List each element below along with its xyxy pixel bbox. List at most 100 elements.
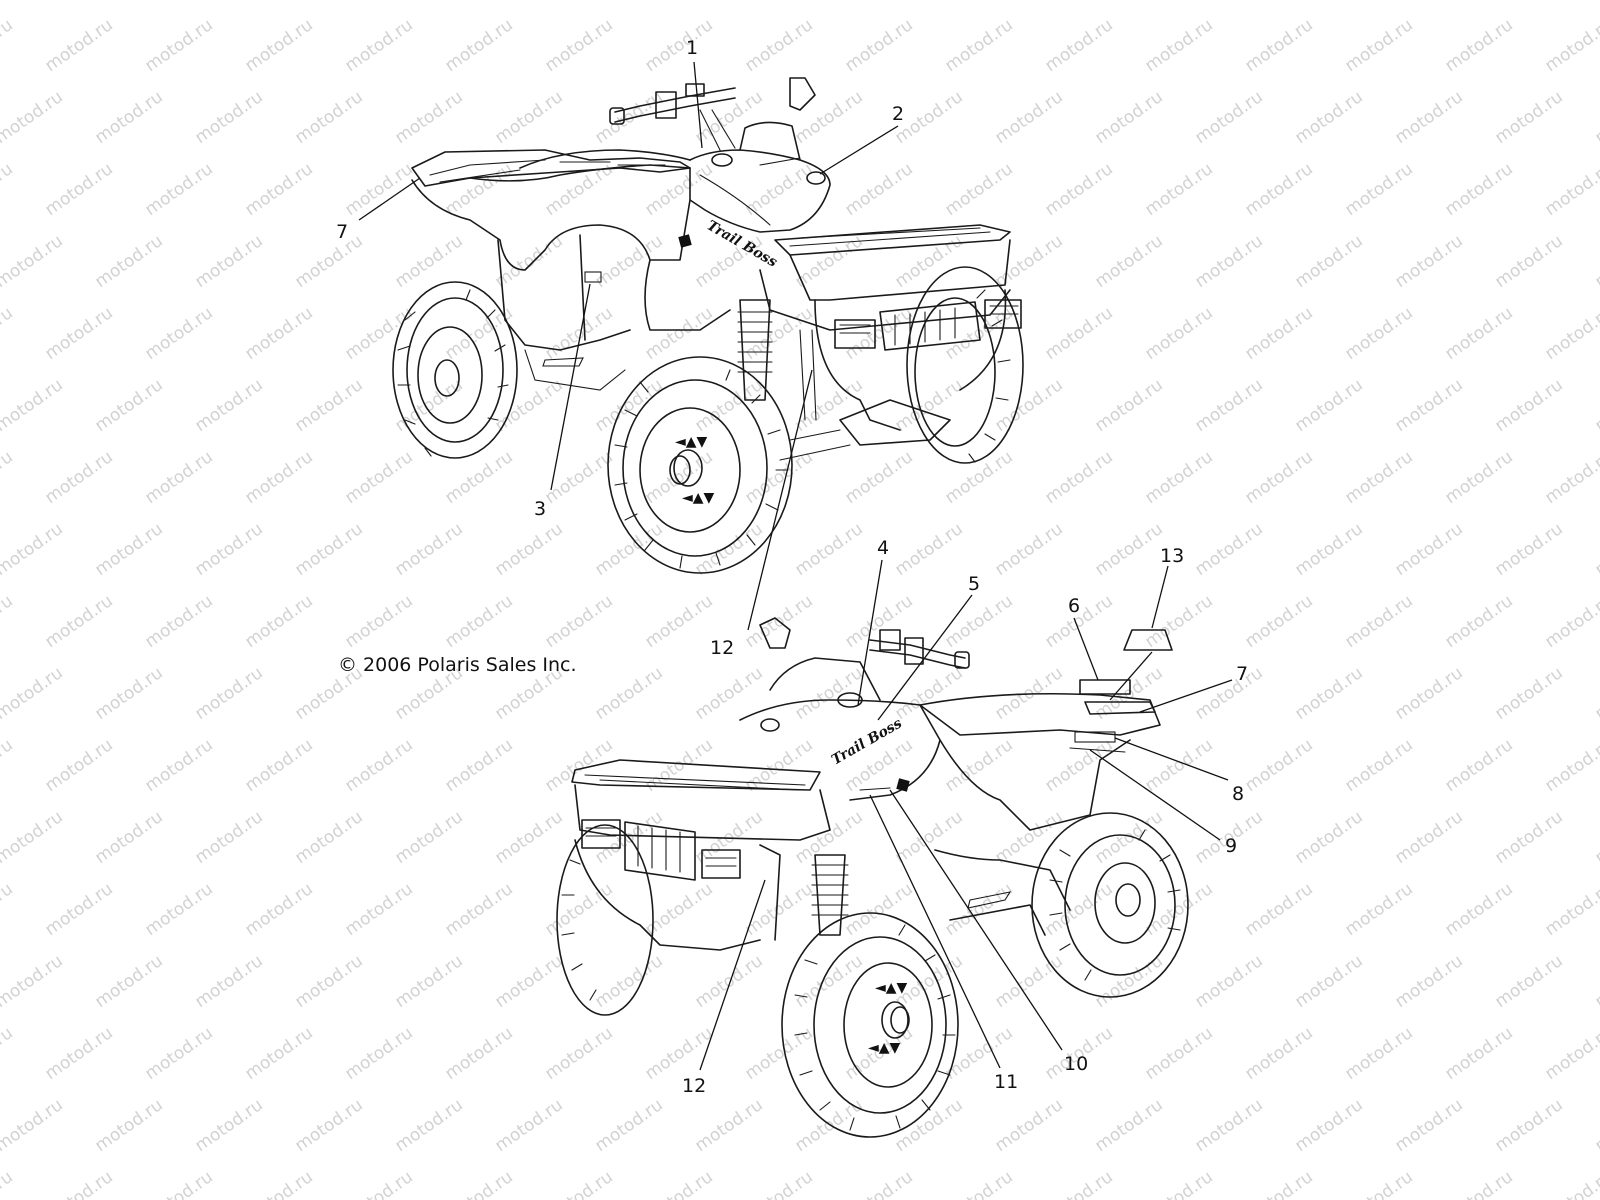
watermark-text: motod.ru — [691, 519, 766, 580]
watermark-text: motod.ru — [1541, 591, 1600, 652]
mirror-mount-lower — [759, 617, 791, 649]
watermark-text: motod.ru — [341, 15, 416, 76]
watermark-text: motod.ru — [941, 735, 1016, 796]
watermark-text: motod.ru — [891, 519, 966, 580]
watermark-text: motod.ru — [1491, 375, 1566, 436]
watermark-text: motod.ru — [1491, 231, 1566, 292]
watermark-text: motod.ru — [491, 87, 566, 148]
watermark-text: motod.ru — [391, 807, 466, 868]
watermark-text: motod.ru — [241, 735, 316, 796]
watermark-text: motod.ru — [1291, 1095, 1366, 1156]
watermark-text: motod.ru — [791, 0, 866, 4]
watermark-text: motod.ru — [1291, 663, 1366, 724]
watermark-text: motod.ru — [0, 87, 67, 148]
footwell-decal — [542, 357, 584, 367]
watermark-text: motod.ru — [241, 447, 316, 508]
watermark-text: motod.ru — [591, 1095, 666, 1156]
watermark-text: motod.ru — [1491, 0, 1566, 4]
watermark-text: motod.ru — [391, 951, 466, 1012]
watermark-text: motod.ru — [641, 591, 716, 652]
watermark-text: motod.ru — [1541, 1167, 1600, 1200]
watermark-text: motod.ru — [91, 951, 166, 1012]
watermark-text: motod.ru — [641, 303, 716, 364]
watermark-text: motod.ru — [691, 0, 766, 4]
watermark-text: motod.ru — [1191, 663, 1266, 724]
callout-13: 13 — [1160, 545, 1184, 567]
watermark-text: motod.ru — [641, 1167, 716, 1200]
watermark-text: motod.ru — [0, 519, 67, 580]
headlight-right-lower — [701, 849, 741, 879]
watermark-text: motod.ru — [541, 591, 616, 652]
left-rear-wheel-lower — [556, 824, 654, 1016]
watermark-text: motod.ru — [541, 735, 616, 796]
body-rear-lower — [919, 692, 1161, 936]
watermark-text: motod.ru — [1141, 1167, 1216, 1200]
watermark-text: motod.ru — [341, 303, 416, 364]
watermark-text: motod.ru — [341, 735, 416, 796]
watermark-text: motod.ru — [141, 1023, 216, 1084]
watermark-text: motod.ru — [541, 303, 616, 364]
watermark-text: motod.ru — [891, 231, 966, 292]
body-rear — [411, 149, 691, 391]
watermark-text: motod.ru — [241, 1023, 316, 1084]
watermark-text: motod.ru — [1441, 879, 1516, 940]
watermark-text: motod.ru — [1141, 159, 1216, 220]
watermark-text: motod.ru — [241, 1167, 316, 1200]
watermark-text: motod.ru — [41, 1167, 116, 1200]
grille — [879, 301, 981, 351]
watermark-text: motod.ru — [791, 951, 866, 1012]
watermark-text: motod.ru — [191, 375, 266, 436]
watermark-text: motod.ru — [791, 807, 866, 868]
watermark-text: motod.ru — [41, 879, 116, 940]
watermark-text: motod.ru — [941, 1167, 1016, 1200]
watermark-text: motod.ru — [1041, 15, 1116, 76]
callout-7-top: 7 — [336, 221, 348, 243]
watermark-text: motod.ru — [341, 159, 416, 220]
watermark-text: motod.ru — [1391, 231, 1466, 292]
watermark-text: motod.ru — [1441, 15, 1516, 76]
callout-7-bottom: 7 — [1236, 663, 1248, 685]
watermark-text: motod.ru — [141, 879, 216, 940]
watermark-text: motod.ru — [0, 951, 67, 1012]
watermark-text: motod.ru — [1391, 0, 1466, 4]
watermark-text: motod.ru — [991, 231, 1066, 292]
decal-6-outline — [1079, 679, 1131, 695]
watermark-text: motod.ru — [1091, 1095, 1166, 1156]
watermark-text: motod.ru — [41, 1023, 116, 1084]
watermark-text: motod.ru — [1191, 231, 1266, 292]
watermark-text: motod.ru — [291, 807, 366, 868]
watermark-text: motod.ru — [1491, 663, 1566, 724]
watermark-text: motod.ru — [791, 1095, 866, 1156]
watermark-text: motod.ru — [291, 231, 366, 292]
watermark-text: motod.ru — [91, 0, 166, 4]
watermark-text: motod.ru — [991, 807, 1066, 868]
watermark-text: motod.ru — [0, 735, 17, 796]
watermark-text: motod.ru — [441, 735, 516, 796]
watermark-text: motod.ru — [1341, 1023, 1416, 1084]
watermark-text: motod.ru — [1591, 0, 1600, 4]
callout-9: 9 — [1225, 835, 1237, 857]
callout-4: 4 — [877, 537, 889, 559]
watermark-text: motod.ru — [41, 303, 116, 364]
watermark-text: motod.ru — [391, 375, 466, 436]
callout-12-bottom: 12 — [682, 1075, 706, 1097]
front-shock — [737, 299, 773, 401]
watermark-text: motod.ru — [841, 879, 916, 940]
watermark-text: motod.ru — [1091, 231, 1166, 292]
watermark-text: motod.ru — [691, 663, 766, 724]
watermark-text: motod.ru — [741, 879, 816, 940]
watermark-text: motod.ru — [291, 1095, 366, 1156]
callout-2: 2 — [892, 103, 904, 125]
watermark-text: motod.ru — [0, 375, 67, 436]
watermark-text: motod.ru — [741, 1023, 816, 1084]
watermark-text: motod.ru — [491, 0, 566, 4]
watermark-text: motod.ru — [1041, 447, 1116, 508]
watermark-text: motod.ru — [1141, 15, 1216, 76]
watermark-text: motod.ru — [1541, 1023, 1600, 1084]
decal-3-label — [584, 271, 602, 283]
headlight-left — [834, 319, 876, 349]
watermark-text: motod.ru — [1241, 735, 1316, 796]
watermark-text: motod.ru — [1341, 303, 1416, 364]
front-rack-lower — [571, 759, 831, 841]
